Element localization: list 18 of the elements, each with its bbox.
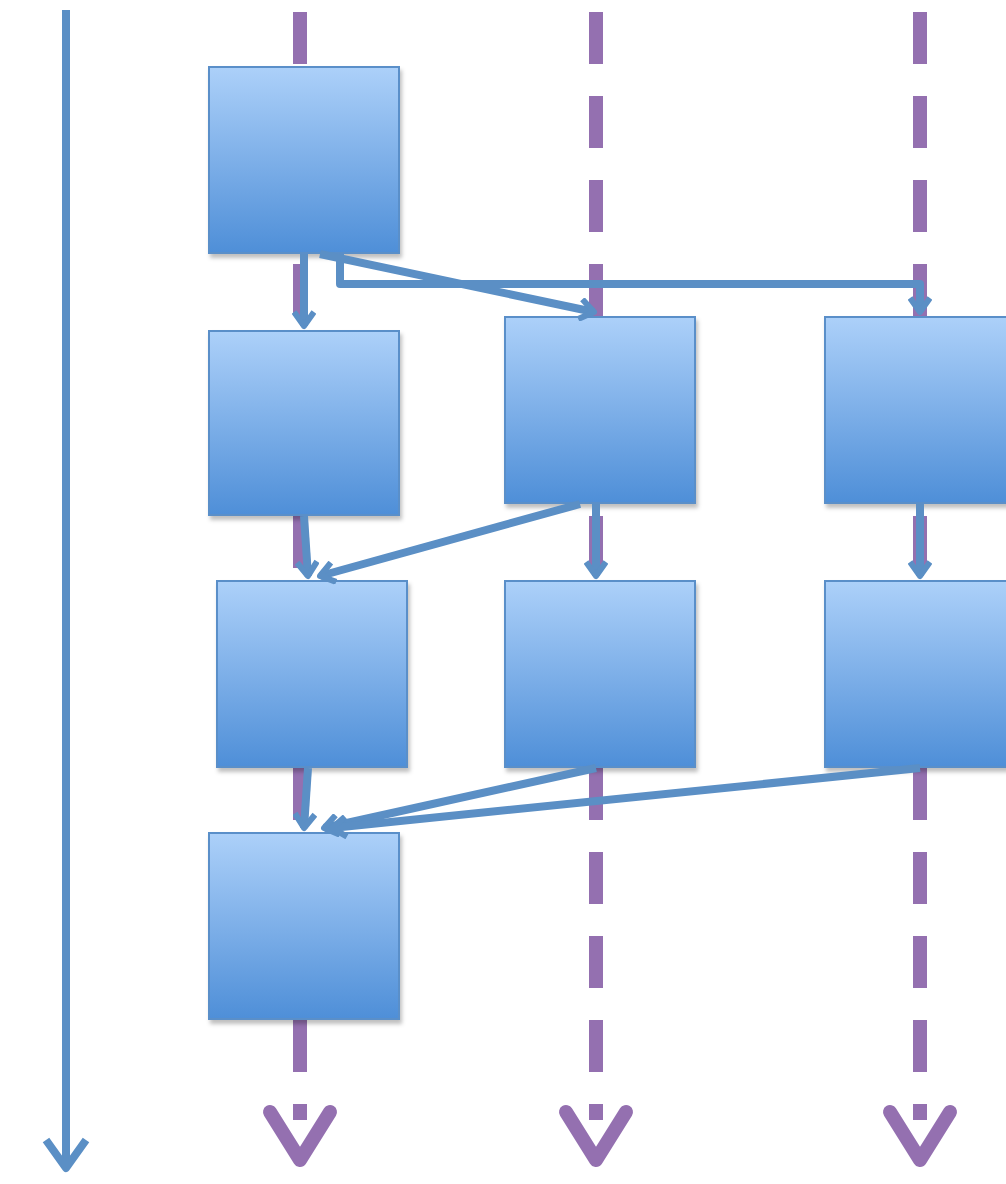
arrow xyxy=(291,767,318,831)
arrow xyxy=(291,254,317,329)
arrow xyxy=(329,764,921,840)
process-box xyxy=(216,580,408,768)
arrow xyxy=(294,515,321,579)
process-box xyxy=(824,580,1006,768)
process-box xyxy=(208,66,400,254)
arrow xyxy=(317,500,582,585)
process-box xyxy=(824,316,1006,504)
process-box xyxy=(504,316,696,504)
process-box xyxy=(208,330,400,516)
process-box xyxy=(208,832,400,1020)
arrow xyxy=(583,504,609,579)
process-box xyxy=(504,580,696,768)
arrow xyxy=(321,764,597,838)
arrow xyxy=(336,254,933,315)
arrow xyxy=(907,504,933,579)
arrow xyxy=(319,250,597,322)
